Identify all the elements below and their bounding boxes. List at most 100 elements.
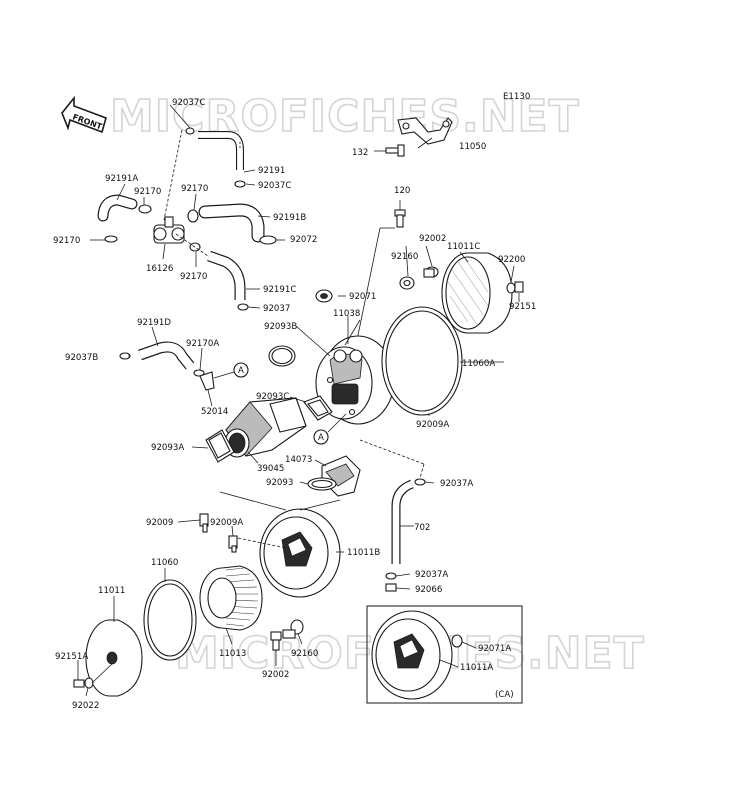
label-120: 120: [394, 186, 410, 196]
bolt-92151: [514, 281, 524, 293]
label-11011: 11011: [98, 586, 125, 596]
label-11060: 11060: [151, 558, 178, 568]
bolt-92009: [199, 513, 209, 533]
base-plate-11011B: [259, 508, 341, 598]
label-11050: 11050: [459, 142, 486, 152]
gasket-92093A: [205, 429, 235, 463]
intake-duct-39045: [224, 397, 307, 458]
label-92037C-b: 92037C: [258, 181, 291, 191]
label-92170-left: 92170: [53, 236, 80, 246]
label-92170-b: 92170: [181, 184, 208, 194]
bracket-11050: [397, 117, 453, 145]
gasket-92093C: [303, 395, 333, 421]
collar-92160-bottom: [282, 619, 304, 639]
label-92002-bottom: 92002: [262, 670, 289, 680]
label-11011B: 11011B: [347, 548, 380, 558]
collar-92160-top: [399, 276, 415, 290]
label-92093B: 92093B: [264, 322, 297, 332]
label-11011A: 11011A: [460, 663, 493, 673]
washer-92200: [506, 282, 516, 294]
svg-text:A: A: [318, 433, 324, 443]
svg-text:A: A: [238, 366, 244, 376]
label-92191C: 92191C: [263, 285, 296, 295]
bolt-120: [394, 209, 406, 228]
label-92022: 92022: [72, 701, 99, 711]
front-arrow-icon: FRONT: [61, 95, 107, 134]
clamp-92170-b: [187, 209, 199, 223]
label-92066: 92066: [415, 585, 442, 595]
label-92093A: 92093A: [151, 443, 184, 453]
cover-11011C: [441, 252, 513, 334]
bolt-132: [385, 144, 405, 157]
label-92191D: 92191D: [137, 318, 171, 328]
label-92170A: 92170A: [186, 339, 219, 349]
clip-92037A-a: [414, 478, 426, 486]
label-92093: 92093: [266, 478, 293, 488]
diagram-id: E1130: [503, 92, 530, 102]
label-92009A-left: 92009A: [210, 518, 243, 528]
label-92037B: 92037B: [65, 353, 98, 363]
bolt-92002-bottom: [270, 631, 282, 651]
grommet-92071: [315, 289, 333, 303]
fitting-52014: [199, 371, 215, 391]
tube-702: [391, 479, 414, 564]
label-92071A: 92071A: [478, 644, 511, 654]
hose-92191A: [97, 194, 138, 222]
label-92191: 92191: [258, 166, 285, 176]
hose-92191B: [198, 203, 265, 243]
bolt-92009A-left: [228, 535, 238, 553]
bolt-92151A: [73, 679, 85, 688]
label-39045: 39045: [257, 464, 284, 474]
clamp-92170-a: [138, 204, 152, 214]
hose-92191: [198, 131, 244, 170]
label-92200: 92200: [498, 255, 525, 265]
label-92009A-right: 92009A: [416, 420, 449, 430]
leader-lines: [77, 104, 504, 697]
bolt-92002-top: [423, 266, 439, 278]
label-92072: 92072: [290, 235, 317, 245]
plug-92066: [385, 583, 397, 592]
clip-92037C-top: [185, 127, 195, 135]
label-92002-top: 92002: [419, 234, 446, 244]
variant-label: (CA): [495, 690, 514, 700]
label-92191A: 92191A: [105, 174, 138, 184]
ref-a-circle-1: A: [233, 362, 249, 378]
gasket-ring-11060: [143, 579, 197, 661]
filter-element-11013: [199, 565, 263, 631]
label-92093C: 92093C: [256, 392, 289, 402]
label-92191B: 92191B: [273, 213, 306, 223]
clamp-92072: [259, 235, 277, 245]
label-132: 132: [352, 148, 368, 158]
label-92037A-a: 92037A: [440, 479, 473, 489]
label-92037A-b: 92037A: [415, 570, 448, 580]
label-52014: 52014: [201, 407, 228, 417]
ca-variant-box: (CA): [366, 605, 523, 704]
label-11011C: 11011C: [447, 242, 480, 252]
clip-92170A: [193, 369, 205, 377]
label-92170-c: 92170: [180, 272, 207, 282]
pcv-valve-16126: [153, 216, 185, 244]
label-11013: 11013: [219, 649, 246, 659]
label-92170-a: 92170: [134, 187, 161, 197]
gasket-92093B: [268, 345, 296, 367]
clip-92037: [237, 303, 249, 311]
label-92009: 92009: [146, 518, 173, 528]
label-702: 702: [414, 523, 430, 533]
hose-92191C: [207, 250, 246, 300]
label-92037C-top: 92037C: [172, 98, 205, 108]
ref-a-circle-2: A: [313, 429, 329, 445]
washer-92022: [84, 677, 94, 689]
gasket-92093: [307, 477, 337, 491]
label-92160-bottom: 92160: [291, 649, 318, 659]
label-92151A: 92151A: [55, 652, 88, 662]
part-labels: 92037C 11050 132 92191 92037C 92191A 921…: [53, 98, 536, 711]
clamp-92170-left: [104, 235, 118, 243]
label-92151: 92151: [509, 302, 536, 312]
label-92160-top: 92160: [391, 252, 418, 262]
label-92037: 92037: [263, 304, 290, 314]
label-11060A: 11060A: [462, 359, 495, 369]
backing-plate-11038: [315, 335, 395, 425]
hose-92191D: [138, 341, 195, 370]
